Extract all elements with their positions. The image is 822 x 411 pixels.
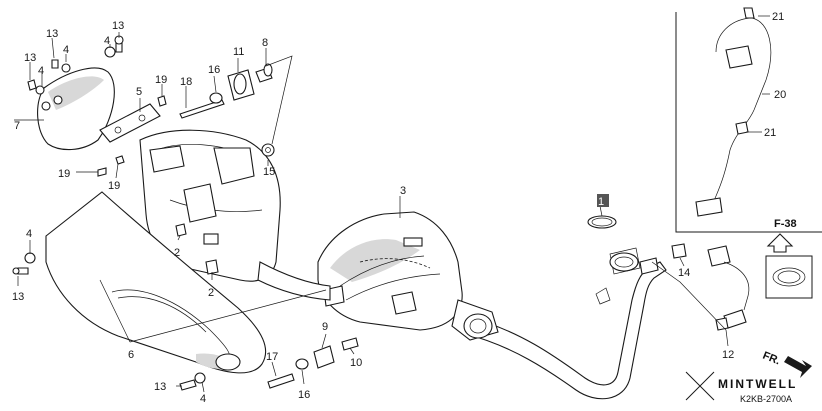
- callout-1: 1: [598, 196, 604, 208]
- brand-logo-icon: [685, 371, 715, 401]
- callout-4d: 4: [26, 228, 32, 240]
- heat-protector: [45, 191, 267, 374]
- callout-12: 12: [722, 349, 734, 361]
- muffler: [317, 211, 499, 341]
- sensor-harness-inset: [675, 7, 822, 233]
- brand-name: MINTWELL: [718, 377, 797, 391]
- o2-sensor: [707, 245, 750, 331]
- leader-lines: [14, 15, 770, 393]
- callout-7: 7: [14, 120, 20, 132]
- callout-13b: 13: [46, 28, 58, 40]
- callout-4c: 4: [38, 65, 44, 77]
- highlight-box: [597, 194, 609, 207]
- callout-20: 20: [774, 89, 786, 101]
- callout-5: 5: [136, 86, 142, 98]
- callout-21a: 21: [772, 11, 784, 23]
- callout-19b: 19: [58, 168, 70, 180]
- callout-2a: 2: [174, 247, 180, 259]
- callout-17: 17: [266, 351, 278, 363]
- callout-8: 8: [262, 37, 268, 49]
- front-label: FR.: [761, 350, 782, 368]
- callout-21b: 21: [764, 127, 776, 139]
- callout-9: 9: [322, 321, 328, 333]
- front-arrow-icon: [784, 356, 812, 378]
- callout-3: 3: [400, 185, 406, 197]
- callout-19c: 19: [108, 180, 120, 192]
- callout-16b: 16: [298, 389, 310, 401]
- exhaust-pipe: [465, 247, 667, 400]
- callout-15: 15: [263, 166, 275, 178]
- section-reference: [765, 233, 813, 299]
- fasteners: [12, 35, 687, 391]
- bracket: [99, 103, 161, 143]
- end-cap: [37, 67, 115, 151]
- section-ref-label: F-38: [774, 218, 797, 230]
- callout-13c: 13: [24, 52, 36, 64]
- callout-16a: 16: [208, 64, 220, 76]
- callouts: 1 2 2 3 4 4 4 4 4 5 6 7 8 9 10 11 12 13 …: [12, 11, 786, 405]
- callout-6: 6: [128, 349, 134, 361]
- callout-14: 14: [678, 267, 690, 279]
- brand-watermark: MINTWELL: [685, 371, 797, 401]
- callout-13e: 13: [154, 381, 166, 393]
- callout-13a: 13: [112, 20, 124, 32]
- diagram-code: K2KB-2700A: [740, 394, 792, 404]
- callout-19a: 19: [155, 74, 167, 86]
- callout-18: 18: [180, 76, 192, 88]
- callout-11: 11: [233, 46, 244, 58]
- callout-4a: 4: [104, 35, 110, 47]
- callout-4e: 4: [200, 393, 206, 405]
- callout-2b: 2: [208, 287, 214, 299]
- callout-13d: 13: [12, 291, 24, 303]
- callout-10: 10: [350, 357, 362, 369]
- callout-4b: 4: [63, 44, 69, 56]
